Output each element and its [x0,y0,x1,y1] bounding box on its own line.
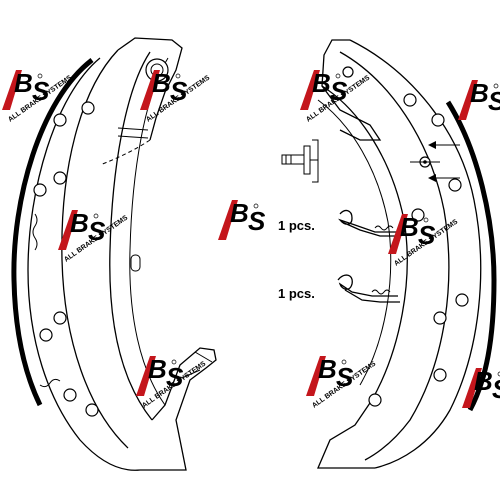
left-shoe-lining [11,58,94,407]
left-shoe-dashed-guide [99,139,151,166]
pin-detail [285,155,318,164]
left-brake-shoe [11,37,217,471]
left-shoe-inner-edge [61,49,129,449]
rivet-hole [33,183,47,197]
rivet-hole [81,101,95,115]
abs-logo [457,77,500,121]
rivet-hole [85,403,99,417]
abs-logo: ALL BRAKE SYSTEMS [57,207,129,264]
upper-spring-coil [374,225,394,231]
right-shoe-outer-edge [349,39,482,469]
upper-spring-shape [338,209,400,237]
left-shoe-web-slot [130,254,141,272]
pin-head [303,145,311,175]
rivet-hole [431,113,445,127]
pin-clip [312,139,319,183]
right-shoe-inner-edge [339,51,450,461]
rivet-hole [433,368,447,382]
upper-return-spring [338,209,400,237]
right-shoe-pivot-hole [342,66,354,78]
upper-spring-qty-label: 1 pcs. [278,218,315,233]
pin-shaft [281,154,305,165]
left-shoe-ridge [32,213,61,388]
left-shoe-lower-notch [181,351,213,379]
left-shoe-outer-edge [27,57,141,471]
rivet-hole [53,311,67,325]
left-shoe-slot [117,127,149,139]
left-shoe-anchor-end [117,37,183,141]
rivet-hole [53,113,67,127]
rivet-hole [63,388,77,402]
right-shoe-rivet-holes [368,93,469,407]
right-shoe-web-inner [317,99,392,386]
lower-spring-qty-label: 1 pcs. [278,286,315,301]
rivet-hole [433,311,447,325]
lower-spring-coil [371,289,391,295]
abs-logo [217,197,267,241]
rivet-hole [39,328,53,342]
pin-part [281,139,319,183]
adjuster-arrowhead-bottom [428,174,436,182]
rivet-hole [53,171,67,185]
adjuster-detail [410,141,460,182]
left-shoe-web [109,51,153,421]
abs-logo: ALL BRAKE SYSTEMS [305,353,377,410]
right-shoe-lining [445,100,497,412]
rivet-hole [448,178,462,192]
left-shoe-rivet-holes [33,101,99,417]
rivet-hole [368,393,382,407]
lower-return-spring [337,274,400,303]
abs-logo [461,365,500,409]
abs-logo: ALL BRAKE SYSTEMS [135,353,207,410]
right-shoe-upper-end [321,39,382,141]
adjuster-arrowhead-top [428,141,436,149]
rivet-hole [455,293,469,307]
rivet-hole [403,93,417,107]
right-shoe-lower-end [317,399,375,469]
lower-spring-shape [337,274,400,303]
